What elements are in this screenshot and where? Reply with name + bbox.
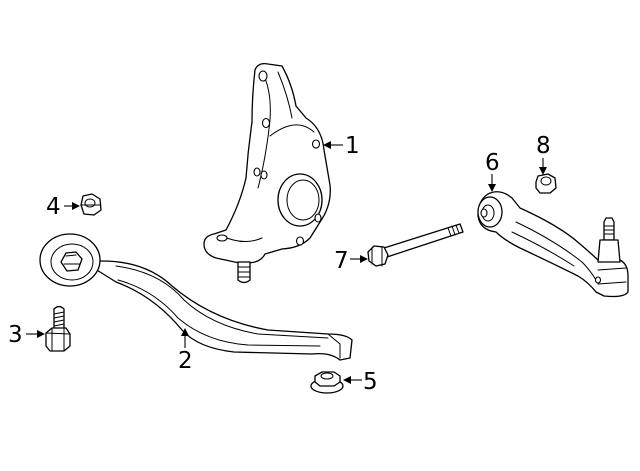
- callout-4: 4: [46, 194, 61, 220]
- part-steering-knuckle: [203, 62, 331, 284]
- part-lower-control-arm: [39, 233, 353, 361]
- part-flange-nut: [310, 371, 344, 394]
- part-upper-arm: [477, 191, 629, 298]
- part-nut-small: [80, 193, 102, 216]
- part-bolt: [45, 305, 71, 352]
- leader-1: [323, 141, 343, 149]
- leader-7: [350, 255, 368, 263]
- leader-4: [64, 202, 80, 210]
- leader-3: [26, 330, 45, 338]
- callout-5: 5: [363, 369, 378, 395]
- callout-8: 8: [536, 133, 551, 159]
- callout-6: 6: [485, 150, 500, 176]
- leader-2: [181, 328, 189, 348]
- part-long-bolt: [367, 223, 464, 267]
- leader-5: [343, 376, 362, 384]
- leader-6: [488, 174, 496, 192]
- leader-8: [539, 158, 547, 175]
- callout-2: 2: [178, 348, 193, 374]
- callout-7: 7: [334, 248, 349, 274]
- callout-1: 1: [345, 133, 360, 159]
- part-nut-top: [535, 173, 557, 194]
- callout-3: 3: [8, 322, 23, 348]
